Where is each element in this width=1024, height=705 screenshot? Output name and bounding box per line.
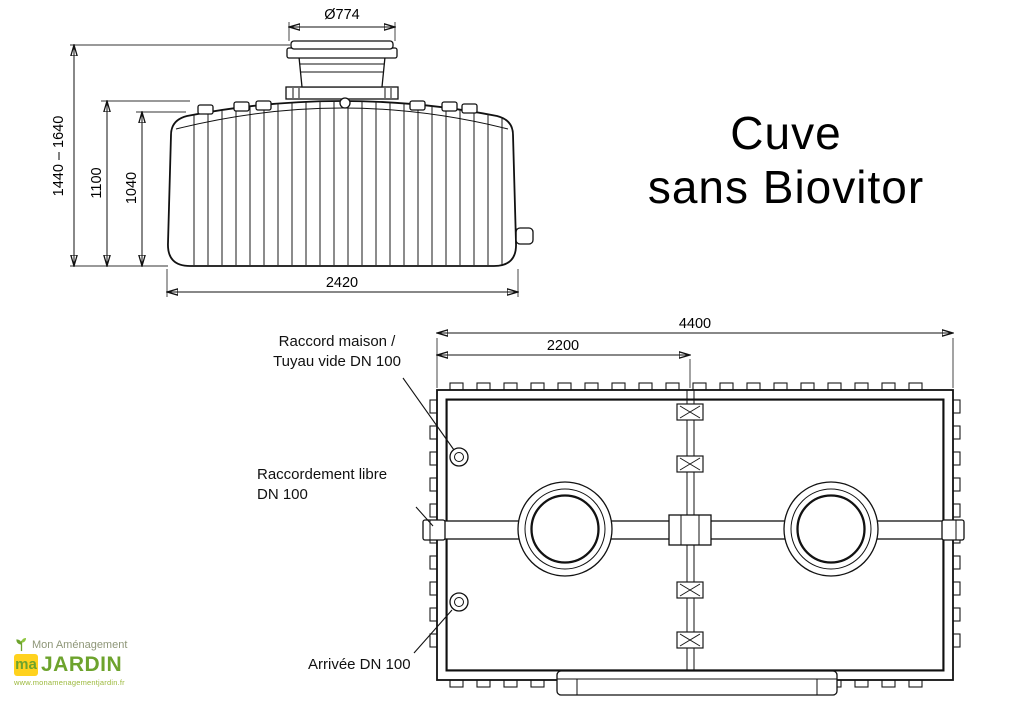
inlet-fitting bbox=[449, 592, 469, 612]
callout-inlet-label: Arrivée DN 100 bbox=[308, 656, 411, 673]
seam-clips bbox=[676, 403, 704, 649]
manhole-left bbox=[517, 481, 613, 577]
dim-lid-diameter-label: Ø774 bbox=[324, 7, 359, 23]
right-pipe-stub bbox=[941, 519, 965, 541]
dim-height-total-label: 1100 bbox=[89, 167, 105, 198]
dim-height-range-label: 1440 – 1640 bbox=[51, 116, 67, 197]
callout-free-connection-line1: Raccordement libre bbox=[257, 466, 388, 483]
callout-house-connection: Raccord maison / Tuyau vide DN 100 bbox=[260, 332, 414, 371]
leaf-icon bbox=[16, 637, 26, 652]
tank-body bbox=[167, 100, 534, 267]
product-title-line2: sans Biovitor bbox=[647, 161, 925, 213]
dim-width-label: 2420 bbox=[326, 275, 358, 291]
dim-half-length-label: 2200 bbox=[547, 338, 579, 354]
left-pipe-stub bbox=[422, 519, 446, 541]
dim-height-body-label: 1040 bbox=[124, 172, 140, 204]
vent-cap bbox=[339, 97, 351, 109]
dim-total-length-label: 4400 bbox=[679, 316, 711, 332]
product-title-line1: Cuve bbox=[730, 107, 842, 159]
callout-leader-lines bbox=[402, 377, 455, 654]
logo-monogram: ma bbox=[14, 654, 38, 676]
plan-view-dimensions: 4400 2200 bbox=[437, 316, 953, 388]
side-outlet bbox=[515, 227, 534, 245]
callout-free-connection-line2: DN 100 bbox=[257, 485, 308, 503]
bottom-skid bbox=[556, 670, 838, 696]
callout-free-connection: Raccordement libre DN 100 bbox=[257, 465, 417, 504]
lid-assembly bbox=[285, 40, 399, 109]
side-view-dimensions: 1440 – 1640 1100 1040 Ø774 2420 bbox=[51, 7, 518, 297]
callout-inlet: Arrivée DN 100 bbox=[308, 655, 438, 675]
manhole-right bbox=[783, 481, 879, 577]
callout-house-connection-line2: Tuyau vide DN 100 bbox=[273, 352, 401, 370]
callout-house-connection-line1: Raccord maison / bbox=[278, 333, 396, 350]
tank-ribs bbox=[193, 101, 503, 265]
logo-tagline: Mon Aménagement bbox=[32, 638, 128, 651]
house-connection-fitting bbox=[449, 447, 469, 467]
site-logo: Mon Aménagement ma JARDIN www.monamenage… bbox=[14, 637, 164, 687]
side-view: 1440 – 1640 1100 1040 Ø774 2420 bbox=[51, 7, 534, 297]
center-coupling bbox=[668, 514, 712, 546]
logo-url: www.monamenagementjardin.fr bbox=[14, 678, 125, 687]
product-title: Cuve sans Biovitor bbox=[600, 106, 972, 214]
plan-view: 4400 2200 bbox=[402, 316, 965, 696]
logo-brand: JARDIN bbox=[41, 653, 123, 676]
